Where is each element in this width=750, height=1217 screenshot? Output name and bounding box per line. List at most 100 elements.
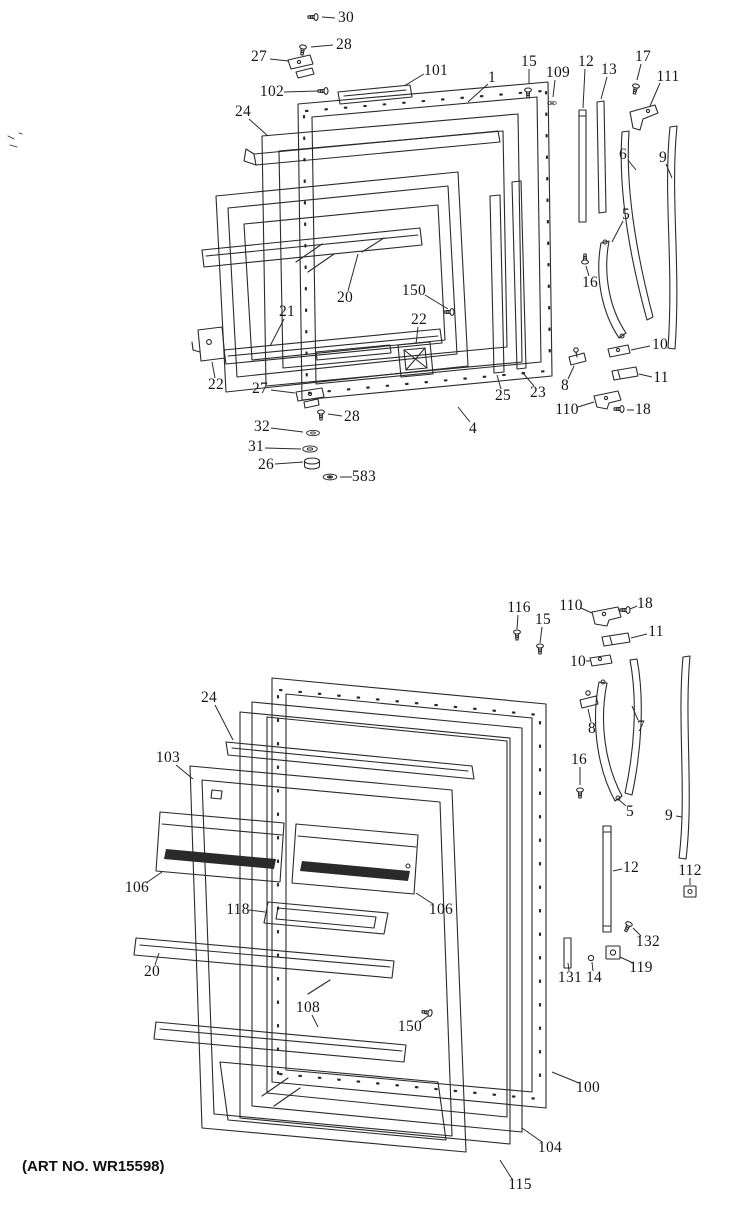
leader-line [600, 76, 608, 100]
leader-line [283, 90, 319, 93]
leader-line [552, 79, 556, 98]
leader-line [629, 605, 638, 610]
part-callout-116: 116 [507, 599, 531, 616]
leader-line [638, 373, 653, 378]
freezer-top-fasteners [287, 13, 329, 95]
leader-line [649, 82, 661, 107]
part-callout-150: 150 [401, 282, 427, 299]
part-callout-4: 4 [468, 420, 478, 437]
part-callout-10: 10 [569, 653, 587, 670]
part-callout-16: 16 [581, 274, 599, 291]
leader-line [321, 16, 336, 19]
fresh-food-inner-door-liner [133, 765, 467, 1153]
part-callout-27: 27 [250, 48, 268, 65]
freezer-handle-trim [337, 84, 413, 105]
leader-line [617, 798, 627, 807]
leader-line [587, 708, 592, 723]
part-callout-30: 30 [337, 9, 355, 26]
stray-marks [7, 132, 23, 148]
leader-line [521, 1127, 543, 1143]
part-callout-101: 101 [423, 62, 449, 79]
part-callout-11: 11 [648, 623, 664, 640]
leader-line [591, 961, 594, 972]
part-callout-583: 583 [351, 468, 377, 485]
leader-line [347, 253, 359, 292]
part-callout-22: 22 [207, 376, 225, 393]
leader-line [567, 962, 570, 972]
part-callout-21: 21 [278, 303, 296, 320]
part-callout-1: 1 [487, 69, 497, 86]
fresh-food-side-parts [513, 606, 697, 969]
part-callout-28: 28 [343, 408, 361, 425]
part-callout-8: 8 [560, 377, 570, 394]
part-callout-106: 106 [428, 901, 454, 918]
leader-line [636, 63, 642, 81]
leader-line [154, 952, 160, 966]
part-callout-7: 7 [636, 718, 646, 735]
leader-line [145, 871, 163, 884]
part-callout-22: 22 [410, 311, 428, 328]
part-callout-20: 20 [143, 963, 161, 980]
leader-line [415, 892, 434, 905]
freezer-top-trim-bar [243, 130, 501, 166]
leader-line [274, 461, 304, 465]
part-callout-12: 12 [622, 859, 640, 876]
part-callout-9: 9 [664, 807, 674, 824]
leader-line [424, 294, 449, 310]
leader-line [403, 73, 425, 87]
part-callout-26: 26 [257, 456, 275, 473]
part-callout-18: 18 [634, 401, 652, 418]
freezer-inner-door-liner [191, 171, 469, 393]
leader-line [499, 1159, 513, 1180]
part-callout-118: 118 [226, 901, 250, 918]
part-callout-17: 17 [634, 48, 652, 65]
part-callout-108: 108 [295, 999, 321, 1016]
leader-line [585, 265, 590, 277]
freezer-retainer-strips [489, 180, 527, 374]
part-callout-16: 16 [570, 751, 588, 768]
leader-line [270, 389, 296, 394]
part-callout-150: 150 [397, 1018, 423, 1035]
leader-line [311, 1014, 319, 1028]
part-callout-5: 5 [625, 803, 635, 820]
part-callout-11: 11 [653, 369, 669, 386]
leader-line [539, 626, 543, 644]
leader-line [214, 704, 234, 741]
part-callout-15: 15 [534, 611, 552, 628]
leader-line [577, 401, 595, 408]
part-callout-14: 14 [585, 969, 603, 986]
part-callout-110: 110 [559, 597, 583, 614]
leader-line [619, 956, 634, 964]
leader-line [551, 1071, 580, 1084]
part-callout-109: 109 [545, 64, 571, 81]
fresh-food-top-trim-bar [225, 741, 475, 780]
leader-line [211, 361, 216, 379]
part-callout-115: 115 [508, 1176, 532, 1193]
leader-line [415, 326, 419, 345]
leader-line [612, 868, 623, 872]
freezer-hinge-fastener-stack [295, 308, 455, 481]
leader-line [516, 614, 519, 630]
leader-line [269, 318, 285, 347]
part-callout-24: 24 [234, 103, 252, 120]
part-callout-102: 102 [259, 83, 285, 100]
leader-line [580, 607, 593, 614]
part-callout-15: 15 [520, 53, 538, 70]
leader-line [521, 371, 535, 387]
part-callout-131: 131 [557, 969, 583, 986]
leader-line [582, 68, 586, 109]
leader-line [248, 118, 269, 137]
leader-line [627, 159, 637, 171]
part-callout-111: 111 [656, 68, 680, 85]
part-callout-13: 13 [600, 61, 618, 78]
part-callout-31: 31 [247, 438, 265, 455]
part-callout-28: 28 [335, 36, 353, 53]
leader-line [419, 1015, 429, 1023]
part-callout-110: 110 [555, 401, 579, 418]
leader-line [327, 413, 343, 417]
leader-line [675, 815, 683, 818]
leader-line [269, 58, 289, 62]
part-callout-5: 5 [621, 206, 631, 223]
